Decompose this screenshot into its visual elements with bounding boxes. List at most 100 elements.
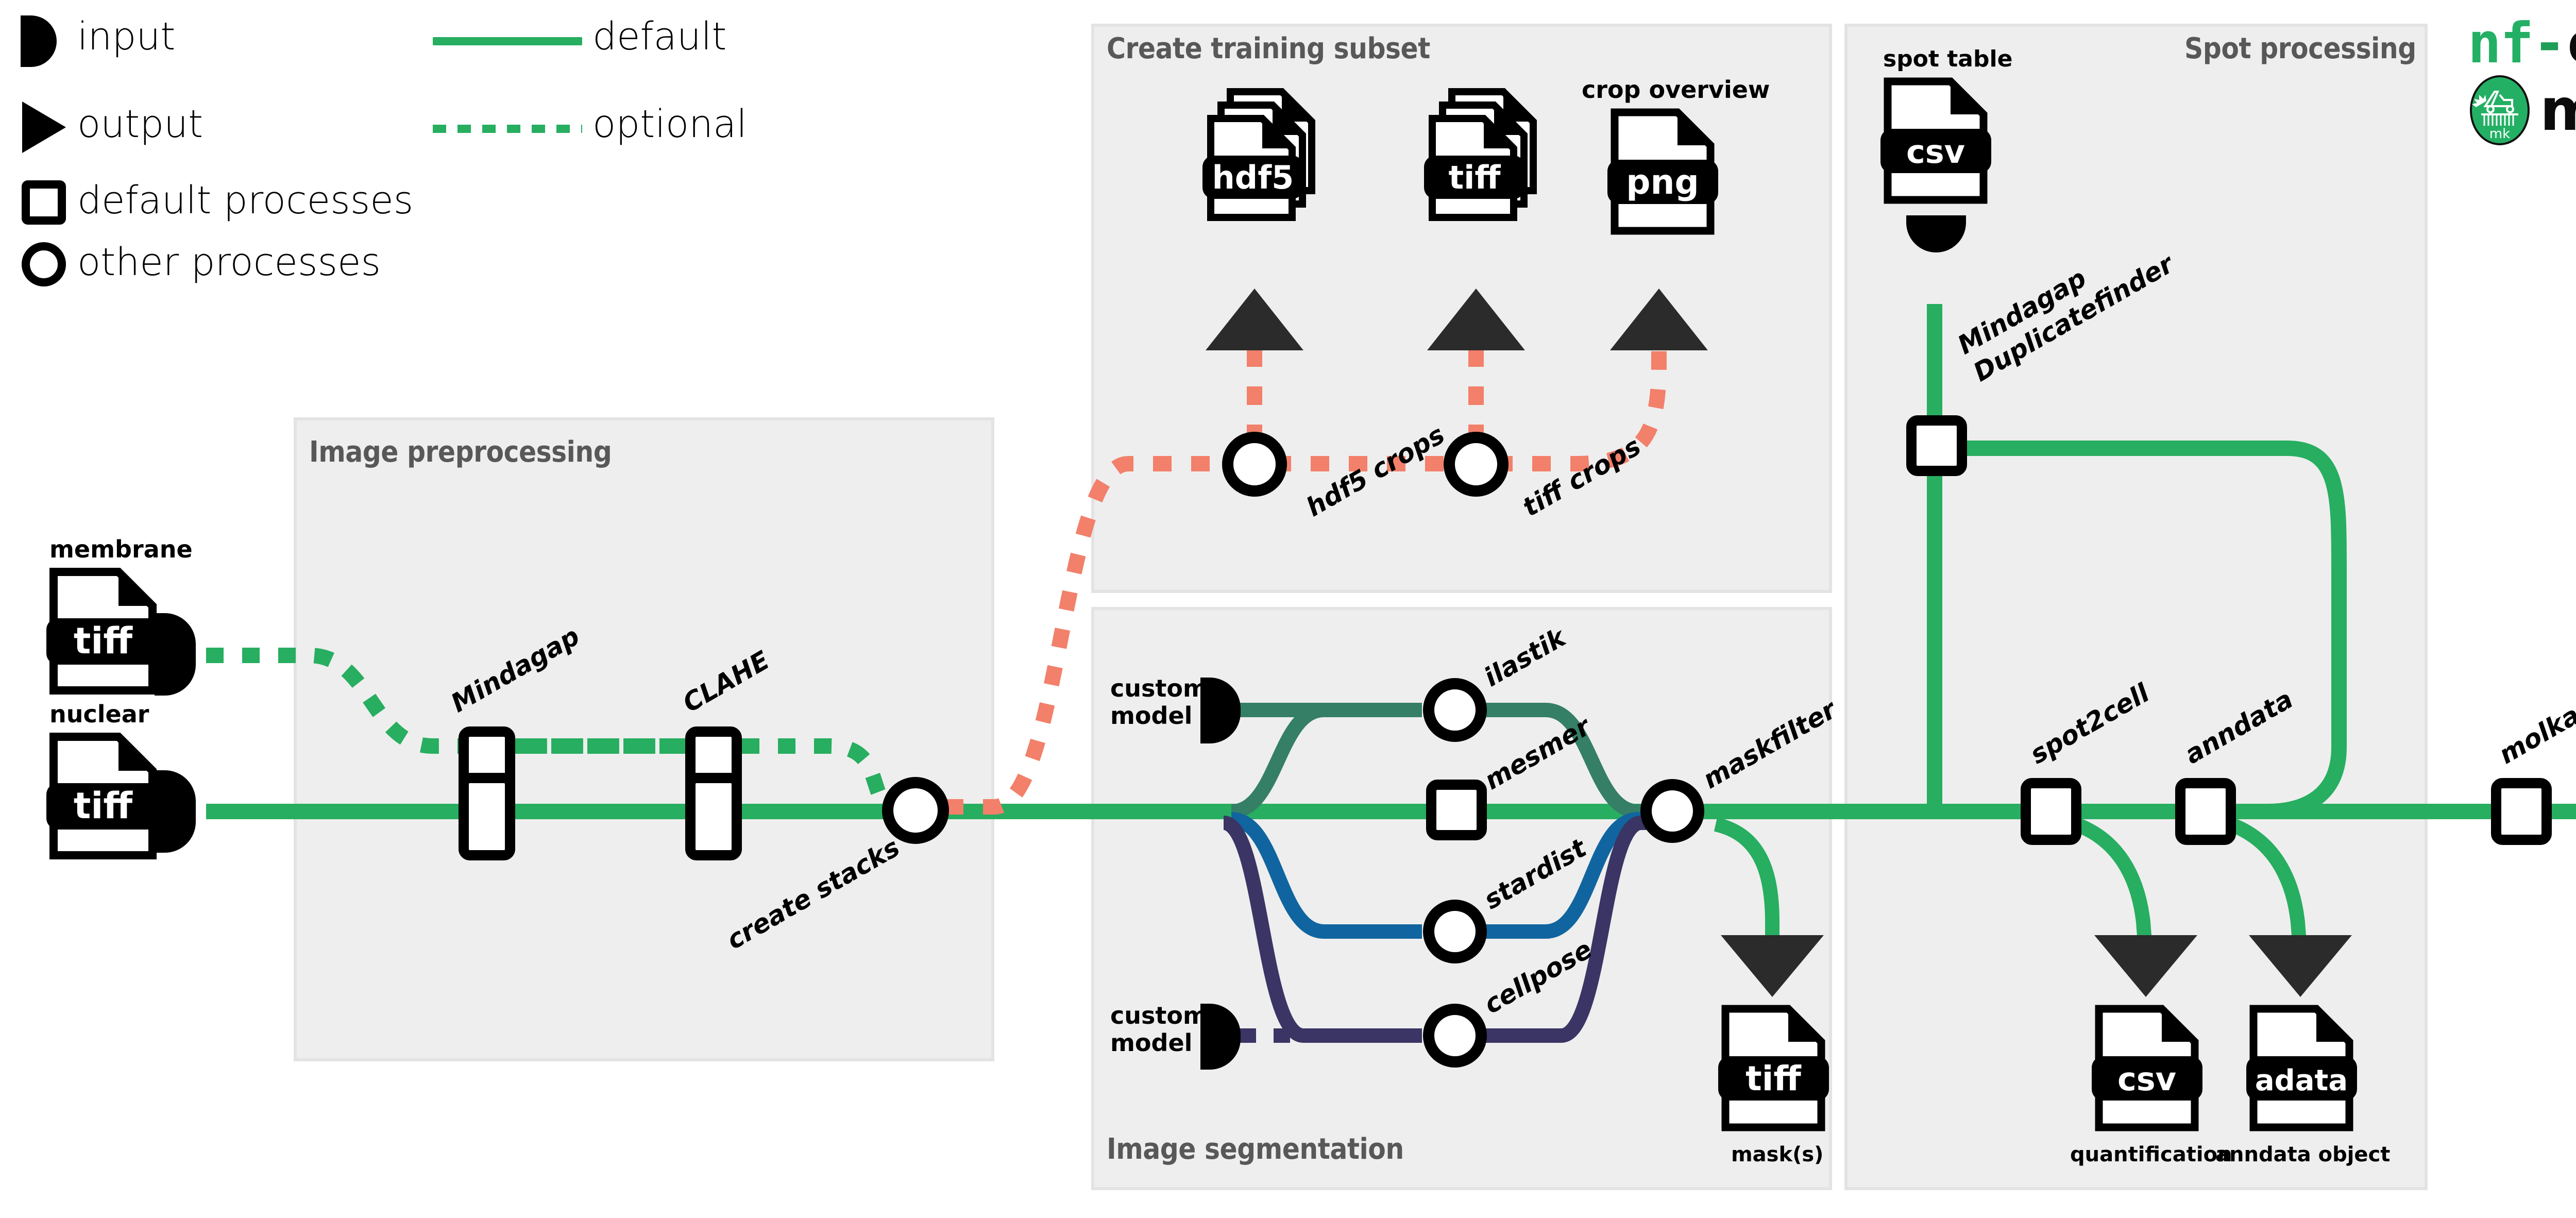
- logo-badge-text: mk: [2489, 126, 2510, 142]
- output-arrow-adata: [2249, 935, 2352, 997]
- edge-membrane-optional: [206, 648, 742, 754]
- legend-label-default-line: default: [592, 14, 727, 59]
- custom-model-cellpose-label: custom model: [1110, 1002, 1208, 1057]
- process-hdf5-crops[interactable]: [1222, 432, 1287, 497]
- tiff-crops-output-file: tiff: [1422, 88, 1551, 244]
- output-triangle-icon: [22, 102, 66, 153]
- logo-nf-text: nf: [2468, 11, 2534, 76]
- dotted-line-icon: [433, 125, 582, 133]
- edge-clahe-createstacks-optional: [742, 738, 889, 804]
- edge-anndata-to-adata: [2228, 817, 2308, 957]
- file-icon-tiff: tiff: [46, 568, 160, 695]
- logo-core-text: core/: [2565, 11, 2576, 76]
- spot-table-input-file: csv: [1880, 77, 1991, 213]
- process-tiff-crops[interactable]: [1444, 432, 1509, 497]
- logo-hyphen: -: [2533, 11, 2566, 76]
- file-icon-png: png: [1607, 108, 1718, 235]
- masks-output-caption: mask(s): [1731, 1143, 1824, 1166]
- file-ext-label: tiff: [74, 785, 133, 827]
- edge-dupfinder-to-anndata: [1960, 441, 2347, 819]
- process-mindagap-lower[interactable]: [459, 773, 515, 860]
- process-clahe-lower[interactable]: [685, 773, 742, 860]
- process-maskfilter[interactable]: [1640, 779, 1704, 843]
- process-ilastik[interactable]: [1423, 678, 1487, 742]
- process-spot2cell[interactable]: [2021, 778, 2081, 845]
- file-icon-csv-quant: csv: [2092, 1005, 2202, 1131]
- file-icon-adata: adata: [2246, 1005, 2357, 1131]
- panel-title-image-segmentation: Image segmentation: [1107, 1132, 1404, 1166]
- nuclear-input-caption: nuclear: [49, 700, 149, 728]
- edge-cellpose-branch: [1222, 816, 1422, 1043]
- output-arrow-tiff-crops: [1427, 289, 1525, 350]
- file-icon-tiff-nuclear: tiff: [46, 733, 160, 859]
- file-ext-label: tiff: [1745, 1059, 1802, 1098]
- edge-cellpose-out: [1484, 816, 1669, 1043]
- hdf5-crops-output-file: hdf5: [1200, 88, 1329, 244]
- square-shape-icon: [22, 180, 66, 225]
- edge-ilastik-branch: [1230, 703, 1422, 819]
- anndata-object-output-file: adata: [2246, 1005, 2357, 1141]
- logo-line-2: mk molkart: [2468, 74, 2576, 146]
- edge-tiffcrops-to-pngarrow-optional: [1494, 340, 1667, 471]
- edge-createstacks-to-crops-optional: [907, 456, 1236, 815]
- process-mindagap-duplicatefinder[interactable]: [1906, 415, 1967, 476]
- edge-maskfilter-to-masks: [1714, 817, 1780, 956]
- process-molkartqc[interactable]: [2491, 778, 2552, 845]
- edge-spot2cell-to-quantification: [2073, 817, 2153, 957]
- custom-model-line1: custom: [1110, 674, 1208, 702]
- membrane-input-connector: [155, 613, 196, 696]
- process-mesmer[interactable]: [1426, 780, 1487, 840]
- membrane-input-caption: membrane: [49, 535, 193, 563]
- anndata-object-caption: anndata object: [2215, 1143, 2391, 1166]
- process-create-stacks[interactable]: [882, 777, 949, 844]
- file-icon-hdf5-stack: hdf5: [1202, 88, 1315, 221]
- file-ext-label: tiff: [74, 620, 133, 662]
- spot-table-caption: spot table: [1883, 46, 2013, 72]
- nuclear-input-file: tiff: [46, 732, 160, 862]
- output-arrow-masks: [1721, 935, 1824, 997]
- custom-model-line2: model: [1110, 1028, 1193, 1057]
- legend-label-input: input: [77, 14, 176, 59]
- lawnmower-icon: mk: [2470, 75, 2530, 145]
- edge-stardist-out: [1484, 812, 1669, 939]
- quantification-output-file: csv: [2092, 1005, 2202, 1141]
- file-ext-label: csv: [1906, 133, 1965, 171]
- file-icon-csv: csv: [1880, 77, 1991, 204]
- process-cellpose[interactable]: [1423, 1004, 1487, 1068]
- circle-shape-icon: [22, 242, 66, 286]
- output-arrow-quantification: [2094, 935, 2197, 997]
- file-ext-label: tiff: [1448, 159, 1501, 196]
- logo-line-1: nf - core/: [2468, 9, 2576, 77]
- file-ext-label: csv: [2117, 1060, 2176, 1098]
- edge-ilastik-out: [1484, 703, 1669, 819]
- membrane-input-file: tiff: [46, 567, 160, 698]
- custom-model-line2: model: [1110, 701, 1193, 730]
- panel-title-spot-processing: Spot processing: [2184, 32, 2416, 65]
- legend-label-optional-line: optional: [592, 102, 747, 146]
- edge-stardist-branch: [1230, 812, 1422, 939]
- file-icon-tiff-stack: tiff: [1424, 88, 1537, 221]
- masks-output-file: tiff: [1718, 1005, 1829, 1141]
- process-stardist[interactable]: [1423, 900, 1487, 963]
- process-anndata[interactable]: [2175, 778, 2236, 845]
- quantification-caption: quantification: [2070, 1143, 2232, 1166]
- panel-title-image-preprocessing: Image preprocessing: [309, 435, 612, 469]
- file-ext-label: png: [1626, 162, 1699, 202]
- output-arrow-hdf5: [1206, 289, 1303, 350]
- file-icon-tiff-mask: tiff: [1718, 1005, 1829, 1131]
- custom-model-ilastik-label: custom model: [1110, 675, 1208, 730]
- crop-overview-caption: crop overview: [1582, 76, 1770, 104]
- logo-molkart-text: molkart: [2540, 77, 2576, 144]
- solid-line-icon: [433, 37, 582, 45]
- output-arrow-png: [1610, 289, 1708, 350]
- file-ext-label: hdf5: [1212, 159, 1294, 196]
- panel-title-create-training-subset: Create training subset: [1107, 32, 1430, 65]
- file-ext-label: adata: [2255, 1064, 2348, 1097]
- legend-label-other-processes: other processes: [77, 240, 381, 284]
- nuclear-input-connector: [155, 770, 196, 853]
- legend-label-default-processes: default processes: [77, 178, 414, 223]
- custom-model-line1: custom: [1110, 1002, 1208, 1029]
- legend-label-output: output: [77, 102, 204, 146]
